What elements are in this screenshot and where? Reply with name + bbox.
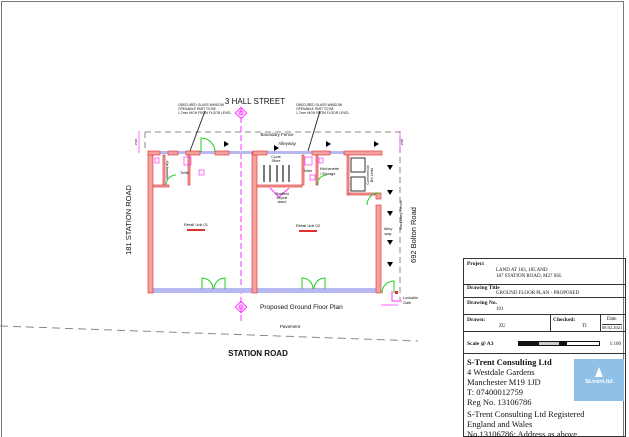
sheffield-stand-label: stand [278, 200, 287, 204]
drawing-title-value: GROUND FLOOR PLAN - PROPOSED [496, 291, 580, 296]
project-label: Project [467, 261, 484, 267]
sheffield-stand-label: Sheffield [275, 192, 289, 196]
leader-line [269, 187, 290, 198]
bicycle-stands [263, 165, 290, 182]
east-label: 692 Bolton Road [409, 207, 418, 263]
sanitary-fixtures [154, 156, 324, 181]
retail-unit-01-label: Retail Unit 01 [184, 222, 209, 227]
toilet-label: Toilet [303, 169, 313, 173]
retail-unit-02-label: Retail Unit 02 [296, 223, 321, 228]
company-name: S-Trent Consulting Ltd [467, 357, 552, 367]
lockable-gate-label: Lockable [403, 296, 418, 300]
date-label: Date [607, 317, 617, 322]
drawing-no-label: Drawing No. [467, 300, 497, 306]
walls [147, 150, 383, 294]
boundary-fence-side-label: Boundary Fence [398, 200, 403, 230]
scale-value: 1:100 [609, 342, 621, 347]
svg-text:OPENABLE PART TO BE: OPENABLE PART TO BE [178, 107, 217, 111]
arrow-icons [224, 141, 393, 267]
drawn-row: Drawn: ZU Checked: TI Date 08.02.2021 [464, 315, 625, 332]
south-label: STATION ROAD [228, 349, 288, 358]
registration-text: S-Trent Consulting Ltd Registered [467, 409, 585, 419]
area-note [299, 230, 317, 232]
plan-title: Proposed Ground Floor Plan [260, 304, 343, 311]
svg-text:1.7mm HIGH FROM FLOOR LEVEL: 1.7mm HIGH FROM FLOOR LEVEL [296, 111, 349, 115]
bin-units-label: Bin Units [370, 168, 374, 183]
project-row: Project LAND AT 183, 185 AND 187 STATION… [464, 259, 625, 285]
drawing-title-label: Drawing Title [467, 285, 500, 291]
logo-icon [595, 367, 603, 377]
svg-text:1.7mm HIGH FROM FLOOR LEVEL: 1.7mm HIGH FROM FLOOR LEVEL [178, 111, 231, 115]
drawn-label: Drawn: [467, 317, 486, 323]
pavement-line [0, 325, 419, 342]
scale-label: Scale @ A3 [467, 341, 494, 347]
sheffield-stand-label: bicycle [277, 196, 288, 200]
bin-units [350, 157, 366, 192]
gate-leader [391, 291, 402, 302]
company-phone: T: 07400012759 [467, 387, 524, 397]
drawing-title-row: Drawing Title GROUND FLOOR PLAN - PROPOS… [464, 285, 625, 298]
leader-line [189, 110, 321, 152]
svg-text:OBSCURED GLASS WINDOW: OBSCURED GLASS WINDOW [296, 103, 343, 107]
window-note: OBSCURED GLASS WINDOW OPENABLE PART TO B… [178, 103, 349, 115]
centerline-marker-icon [234, 300, 248, 314]
drawing-no-row: Drawing No. 101 [464, 298, 625, 315]
drawn-value: ZU [499, 324, 506, 329]
lockable-gate [395, 291, 398, 294]
project-value: LAND AT 183, 185 AND [496, 268, 548, 273]
company-address: Manchester M19 1JD [467, 377, 541, 387]
cycle-store-label: Cycle [271, 155, 281, 159]
bin-units-label: Commercial [366, 165, 370, 184]
company-block: S-Trent Consulting Ltd 4 Westdale Garden… [464, 354, 625, 437]
dimension-text: 1500 [134, 138, 138, 145]
west-label: 181 STATION ROAD [124, 185, 133, 255]
registration-text: No.13106786; Address as above [467, 429, 578, 437]
kitchenette-storage-label: / Storage [320, 172, 335, 176]
alley-way-label: Alley [384, 226, 393, 231]
lockable-gate-label: Gate [403, 301, 411, 305]
registration-text: England and Wales [467, 419, 533, 429]
scale-bar [518, 341, 600, 346]
doors [165, 137, 395, 294]
scale-row: Scale @ A3 1:100 [464, 332, 625, 354]
svg-text:OBSCURED GLASS WINDOW: OBSCURED GLASS WINDOW [178, 103, 225, 107]
checked-value: TI [582, 324, 587, 329]
boundary-fence-label: Boundary Fence [260, 132, 294, 137]
drawing-no-value: 101 [496, 307, 504, 312]
company-logo: St.trent.ltd [574, 359, 624, 401]
date-value: 08.02.2021 [602, 324, 623, 330]
alleyway-label: Alleyway [278, 141, 297, 146]
kitchenette-label: Kitchenette [165, 161, 169, 180]
company-reg: Reg No. 13106786 [467, 397, 532, 407]
cycle-store-label: Store [271, 159, 280, 163]
company-address: 4 Westdale Gardens [467, 367, 535, 377]
pavement-label: Pavement [280, 324, 301, 329]
logo-text: St.trent.ltd [585, 379, 613, 385]
title-block: Project LAND AT 183, 185 AND 187 STATION… [463, 258, 626, 437]
area-note [187, 229, 205, 231]
svg-text:OPENABLE PART TO BE: OPENABLE PART TO BE [296, 107, 335, 111]
alley-way-label: way [384, 231, 391, 236]
kitchenette-storage-label: Kitchenette [320, 167, 339, 171]
checked-label: Checked: [553, 317, 576, 323]
project-value: 187 STATION ROAD, M27 6SL [496, 274, 563, 279]
dimension-text: 1500 [400, 138, 404, 145]
north-label: 3 HALL STREET [225, 97, 285, 106]
centerline-marker-icon [234, 106, 248, 120]
dimension-line [138, 131, 401, 153]
toilet-label: Toilet [180, 171, 190, 175]
